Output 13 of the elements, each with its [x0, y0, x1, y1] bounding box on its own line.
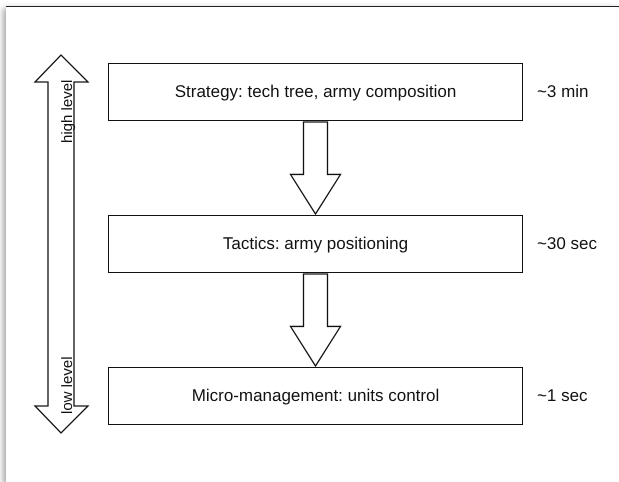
- box-text: Tactics: army positioning: [222, 234, 408, 254]
- process-box: [108, 215, 523, 273]
- block-arrow: [289, 273, 342, 368]
- box-text: Micro-management: units control: [192, 386, 440, 406]
- duration-label: ~30 sec: [537, 234, 598, 254]
- duration-label: ~1 sec: [537, 386, 588, 406]
- process-box: [108, 63, 523, 121]
- level-label: low level: [59, 356, 76, 414]
- duration-label: ~3 min: [537, 82, 588, 102]
- box-text: Strategy: tech tree, army composition: [174, 82, 456, 102]
- process-box: [108, 367, 523, 425]
- level-label: high level: [59, 80, 76, 143]
- block-arrow: [289, 121, 342, 216]
